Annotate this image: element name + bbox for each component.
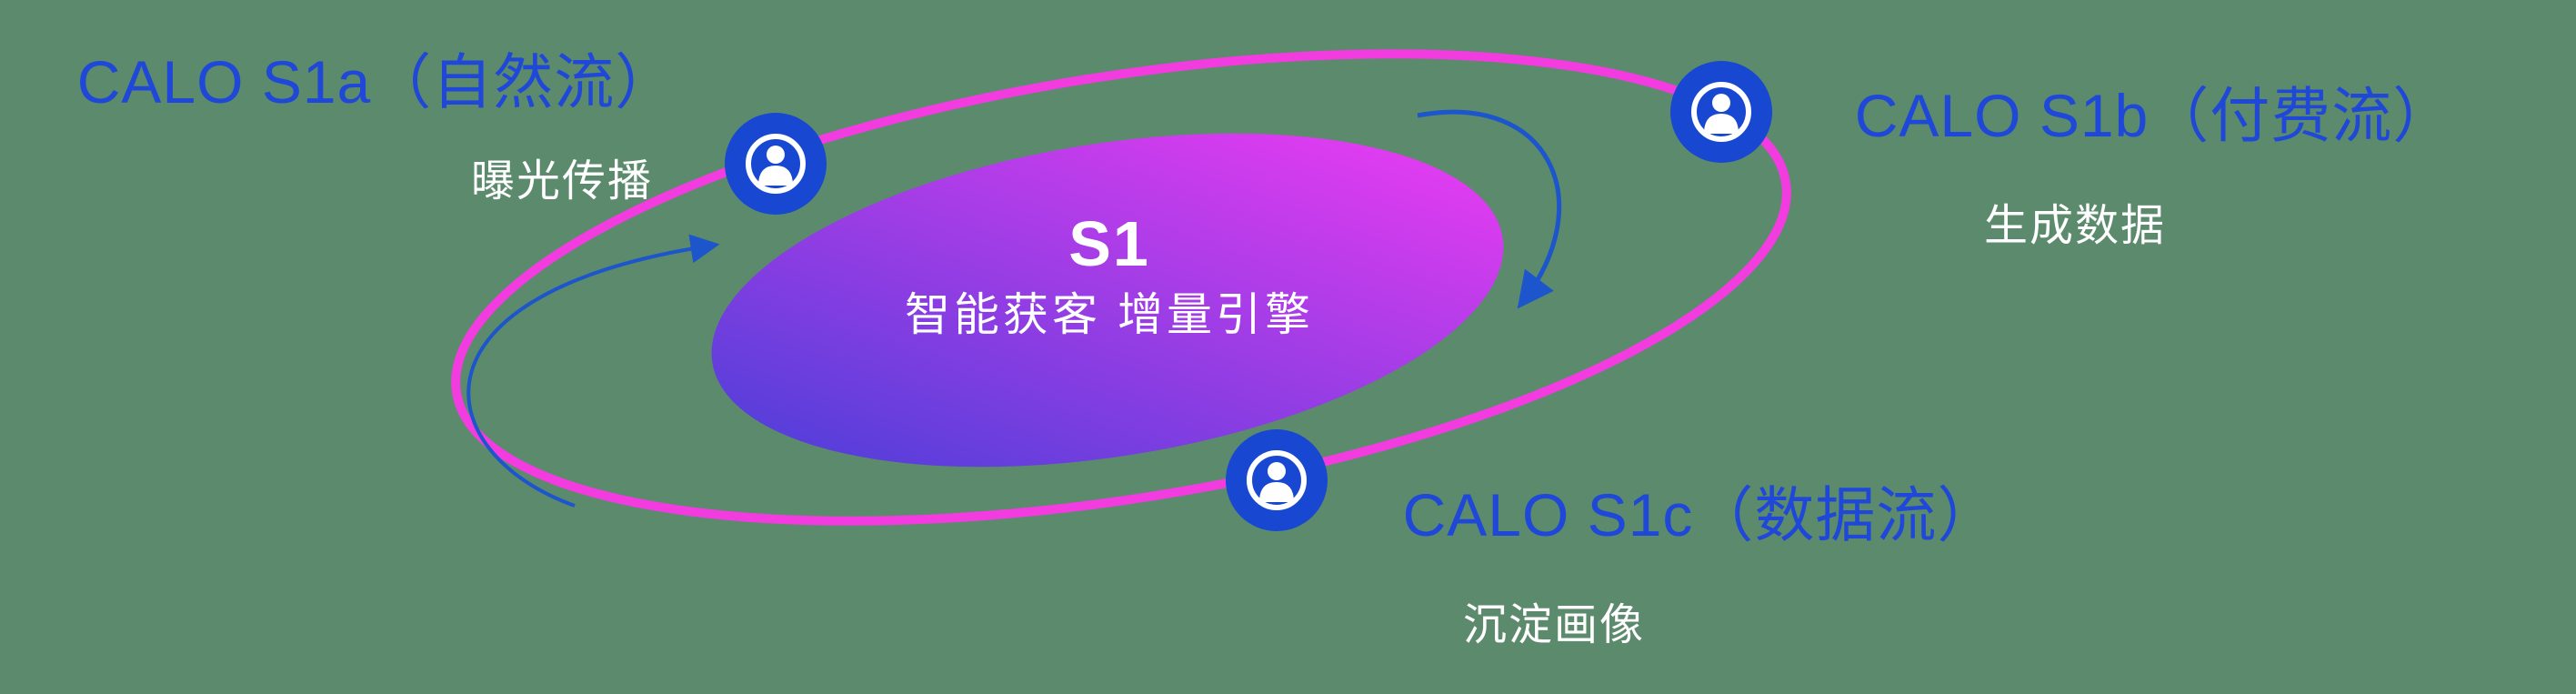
orbit-ring	[451, 49, 1791, 526]
core-subtitle: 智能获客 增量引擎	[905, 289, 1314, 340]
node-s1b	[1670, 61, 1772, 163]
node-s1a-subtitle: 曝光传播	[470, 157, 654, 206]
node-s1c-title: CALO S1c（数据流）	[1402, 481, 1999, 548]
core-ellipse	[711, 133, 1504, 468]
core-title: S1	[1068, 208, 1150, 279]
node-s1a-title: CALO S1a（自然流）	[76, 48, 677, 116]
user-icon	[1691, 82, 1751, 142]
node-s1b-title: CALO S1b（付费流）	[1854, 82, 2454, 149]
user-icon	[1247, 450, 1307, 510]
user-icon	[746, 134, 806, 194]
flow-arrow-left-icon	[466, 234, 720, 508]
node-s1a	[725, 113, 827, 215]
node-s1c-subtitle: 沉淀画像	[1462, 601, 1646, 649]
flow-arrow-right-icon	[1417, 109, 1562, 309]
node-s1c	[1226, 429, 1328, 531]
node-s1b-subtitle: 生成数据	[1983, 202, 2167, 250]
